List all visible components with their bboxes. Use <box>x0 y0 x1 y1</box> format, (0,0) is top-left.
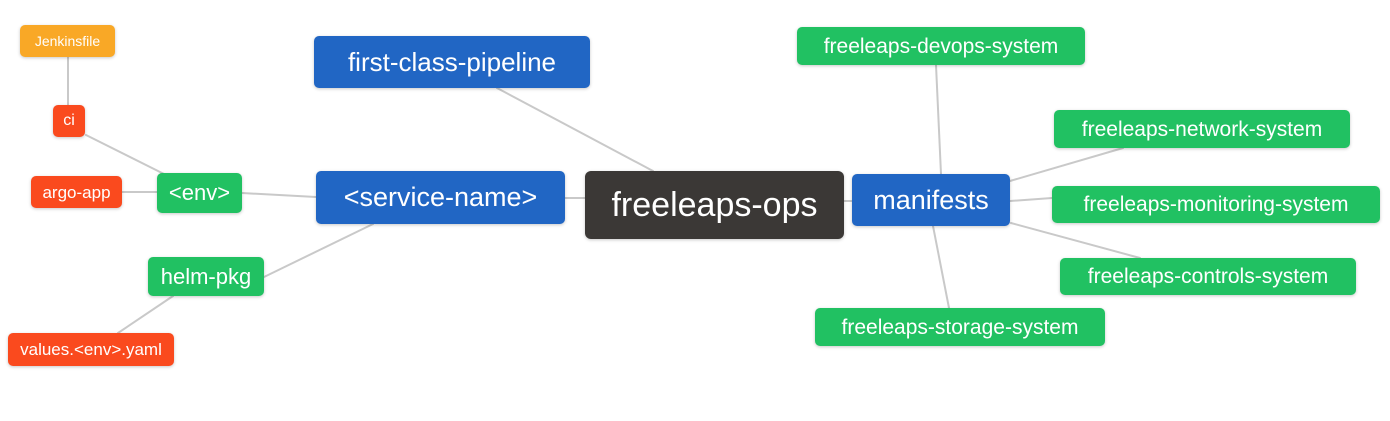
edge-manifests-controls <box>1010 222 1141 259</box>
node-freeleaps-storage-system[interactable]: freeleaps-storage-system <box>815 308 1105 346</box>
node-root-freeleaps-ops[interactable]: freeleaps-ops <box>585 171 844 239</box>
edge-manifests-monitoring <box>1009 197 1053 202</box>
node-freeleaps-controls-system[interactable]: freeleaps-controls-system <box>1060 258 1356 295</box>
edge-ci-env <box>85 134 169 177</box>
node-env[interactable]: <env> <box>157 173 242 213</box>
edge-values-yaml-helm-pkg <box>117 295 174 334</box>
edge-manifests-network <box>1009 147 1124 182</box>
node-manifests[interactable]: manifests <box>852 174 1010 226</box>
node-freeleaps-monitoring-system[interactable]: freeleaps-monitoring-system <box>1052 186 1380 223</box>
node-ci[interactable]: ci <box>53 105 85 137</box>
edge-helm-pkg-service-name <box>263 223 374 278</box>
edge-manifests-devops <box>935 64 942 175</box>
edge-env-service-name <box>241 192 317 198</box>
node-service-name[interactable]: <service-name> <box>316 171 565 224</box>
node-values-env-yaml[interactable]: values.<env>.yaml <box>8 333 174 366</box>
node-helm-pkg[interactable]: helm-pkg <box>148 257 264 296</box>
edge-pipeline-root <box>496 87 654 172</box>
edge-manifests-storage <box>932 225 950 309</box>
node-first-class-pipeline[interactable]: first-class-pipeline <box>314 36 590 88</box>
node-freeleaps-network-system[interactable]: freeleaps-network-system <box>1054 110 1350 148</box>
node-jenkinsfile[interactable]: Jenkinsfile <box>20 25 115 57</box>
node-argo-app[interactable]: argo-app <box>31 176 122 208</box>
node-freeleaps-devops-system[interactable]: freeleaps-devops-system <box>797 27 1085 65</box>
